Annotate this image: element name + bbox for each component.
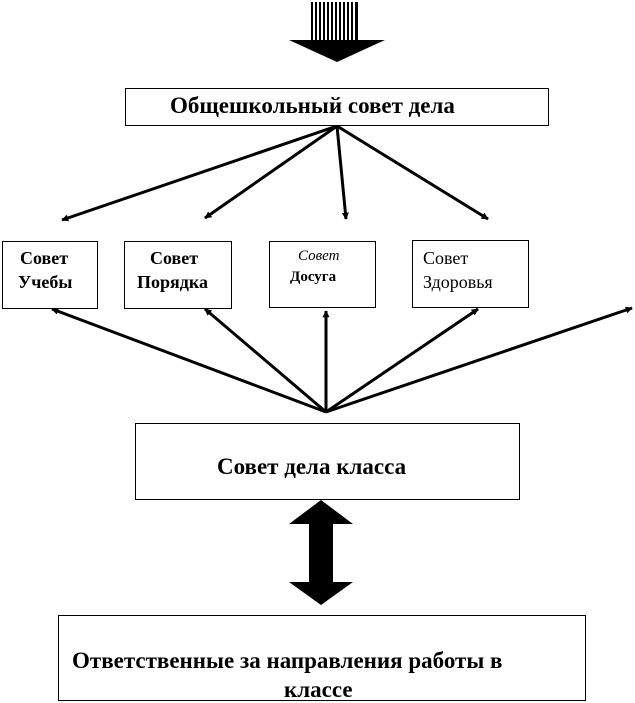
class-council-box <box>135 423 520 500</box>
arrow-class-to-poryadka <box>204 307 327 414</box>
arrow-class-to-ucheby <box>51 307 327 414</box>
council-box-dosuga <box>269 241 376 308</box>
school-council-box <box>125 88 549 126</box>
council-poryadka-line2: Порядка <box>137 272 208 292</box>
council-zdorovya-line1: Совет <box>423 248 469 268</box>
council-ucheby-line1: Совет <box>20 248 69 268</box>
council-poryadka-line1: Совет <box>150 248 199 268</box>
double-headed-arrow <box>289 500 353 605</box>
top-down-arrow <box>289 2 385 62</box>
school-council-label: Общешкольный совет дела <box>170 93 455 118</box>
council-dosuga-line1: Совет <box>298 248 340 264</box>
council-dosuga-line2: Досуга <box>290 269 337 285</box>
arrow-top-to-ucheby <box>61 124 338 222</box>
class-council-label: Совет дела класса <box>217 454 407 479</box>
arrow-top-to-poryadka <box>204 124 338 220</box>
council-ucheby-line2: Учебы <box>18 272 73 292</box>
responsible-label-line2: классе <box>284 677 353 702</box>
council-box-ucheby <box>2 241 98 309</box>
arrow-class-to-right-edge <box>325 306 633 414</box>
council-zdorovya-line2: Здоровья <box>423 272 493 292</box>
arrow-class-to-zdorovya <box>325 307 479 414</box>
council-box-zdorovya <box>412 240 529 308</box>
responsible-label-line1: Ответственные за направления работы в <box>72 648 503 673</box>
arrow-top-to-zdorovya <box>336 124 489 221</box>
council-box-poryadka <box>124 241 232 309</box>
responsible-box <box>58 615 586 701</box>
arrow-top-to-dosuga <box>335 125 349 220</box>
